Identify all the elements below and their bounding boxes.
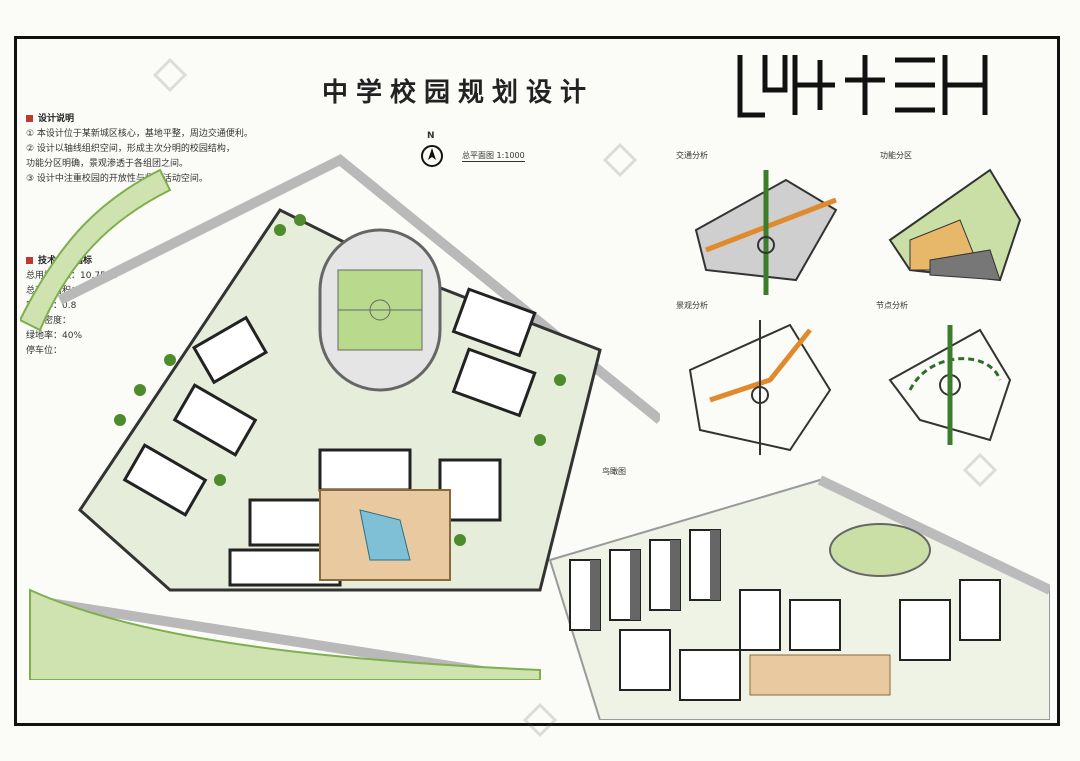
design-note-line: ① 本设计位于某新城区核心，基地平整，周边交通便利。	[26, 129, 253, 139]
watermark-logo	[960, 450, 1030, 500]
function-zoning-diagram	[888, 168, 1022, 282]
watermark-logo	[520, 700, 590, 750]
indicator-item: 总用地面积：10.75ha	[26, 271, 117, 281]
decorative-title-graphic	[737, 55, 988, 118]
design-note-line: ② 设计以轴线组织空间，形成主次分明的校园结构，	[26, 144, 235, 154]
node-analysis-label: 节点分析	[876, 301, 908, 310]
landscape-analysis-label: 景观分析	[676, 301, 708, 310]
indicator-item: 停车位：	[26, 346, 63, 356]
traffic-analysis-label: 交通分析	[676, 151, 708, 160]
north-arrow-icon	[421, 145, 443, 167]
design-notes-heading: 设计说明	[26, 112, 266, 127]
design-note-line: 功能分区明确，景观渗透于各组团之间。	[26, 159, 189, 169]
aerial-view-drawing	[548, 475, 1050, 720]
site-plan-drawing	[20, 154, 660, 680]
node-analysis-diagram	[888, 325, 1012, 445]
aerial-view-label: 鸟瞰图	[602, 467, 626, 476]
design-note-line: ③ 设计中注重校园的开放性与师生活动空间。	[26, 174, 208, 184]
watermark-logo	[600, 140, 670, 190]
poster-frame	[14, 36, 1060, 726]
landscape-analysis-diagram	[688, 320, 832, 455]
traffic-analysis-diagram	[694, 170, 838, 295]
site-plan-label: 总平面图 1:1000	[462, 151, 525, 162]
poster-title: 中学校园规划设计	[322, 78, 595, 108]
function-zoning-label: 功能分区	[880, 151, 912, 160]
north-label: N	[427, 131, 435, 141]
indicator-item: 绿地率：40%	[26, 331, 83, 341]
watermark-logo	[150, 55, 220, 105]
design-notes: 设计说明 ① 本设计位于某新城区核心，基地平整，周边交通便利。 ② 设计以轴线组…	[26, 112, 266, 187]
indicator-item: 建筑密度：	[26, 316, 72, 326]
running-track	[318, 228, 442, 392]
